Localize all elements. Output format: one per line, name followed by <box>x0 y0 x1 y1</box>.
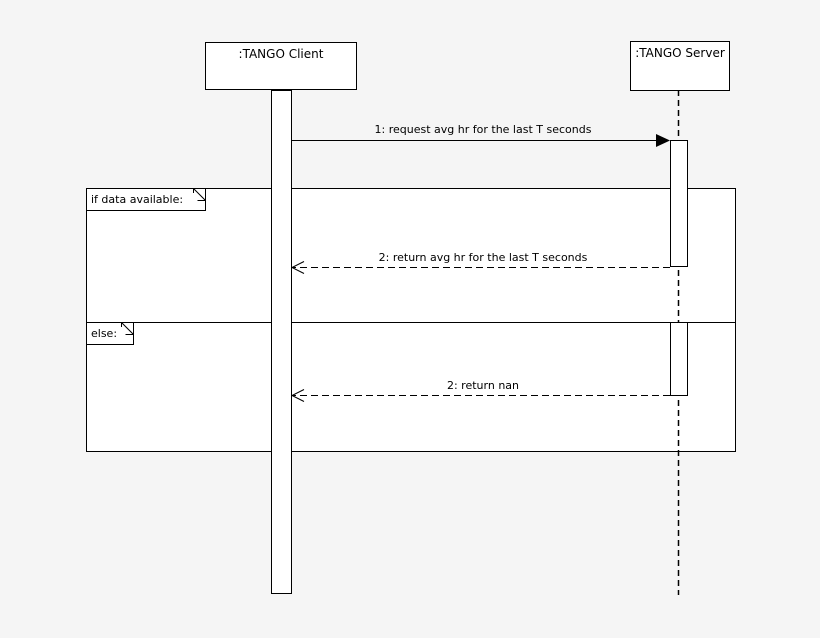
client-object-label: :TANGO Client <box>238 47 324 61</box>
folded-corner-icon <box>193 188 206 201</box>
server-object-label: :TANGO Server <box>635 46 725 60</box>
server-activation-bar-2 <box>670 322 688 396</box>
folded-corner-icon <box>121 322 134 335</box>
fragment-if-label-tab: if data available: <box>86 188 206 211</box>
fragment-else-frame <box>86 322 736 452</box>
fragment-else-label-tab: else: <box>86 322 134 345</box>
server-object-box: :TANGO Server <box>630 41 730 91</box>
message-2-label: 2: return avg hr for the last T seconds <box>378 251 588 264</box>
client-activation-bar <box>271 90 292 594</box>
fragment-else-label: else: <box>91 327 118 340</box>
message-1-label: 1: request avg hr for the last T seconds <box>374 123 592 136</box>
client-object-box: :TANGO Client <box>205 42 357 90</box>
fragment-if-label: if data available: <box>91 193 184 206</box>
message-3-label: 2: return nan <box>446 379 519 392</box>
server-activation-bar-1 <box>670 140 688 267</box>
